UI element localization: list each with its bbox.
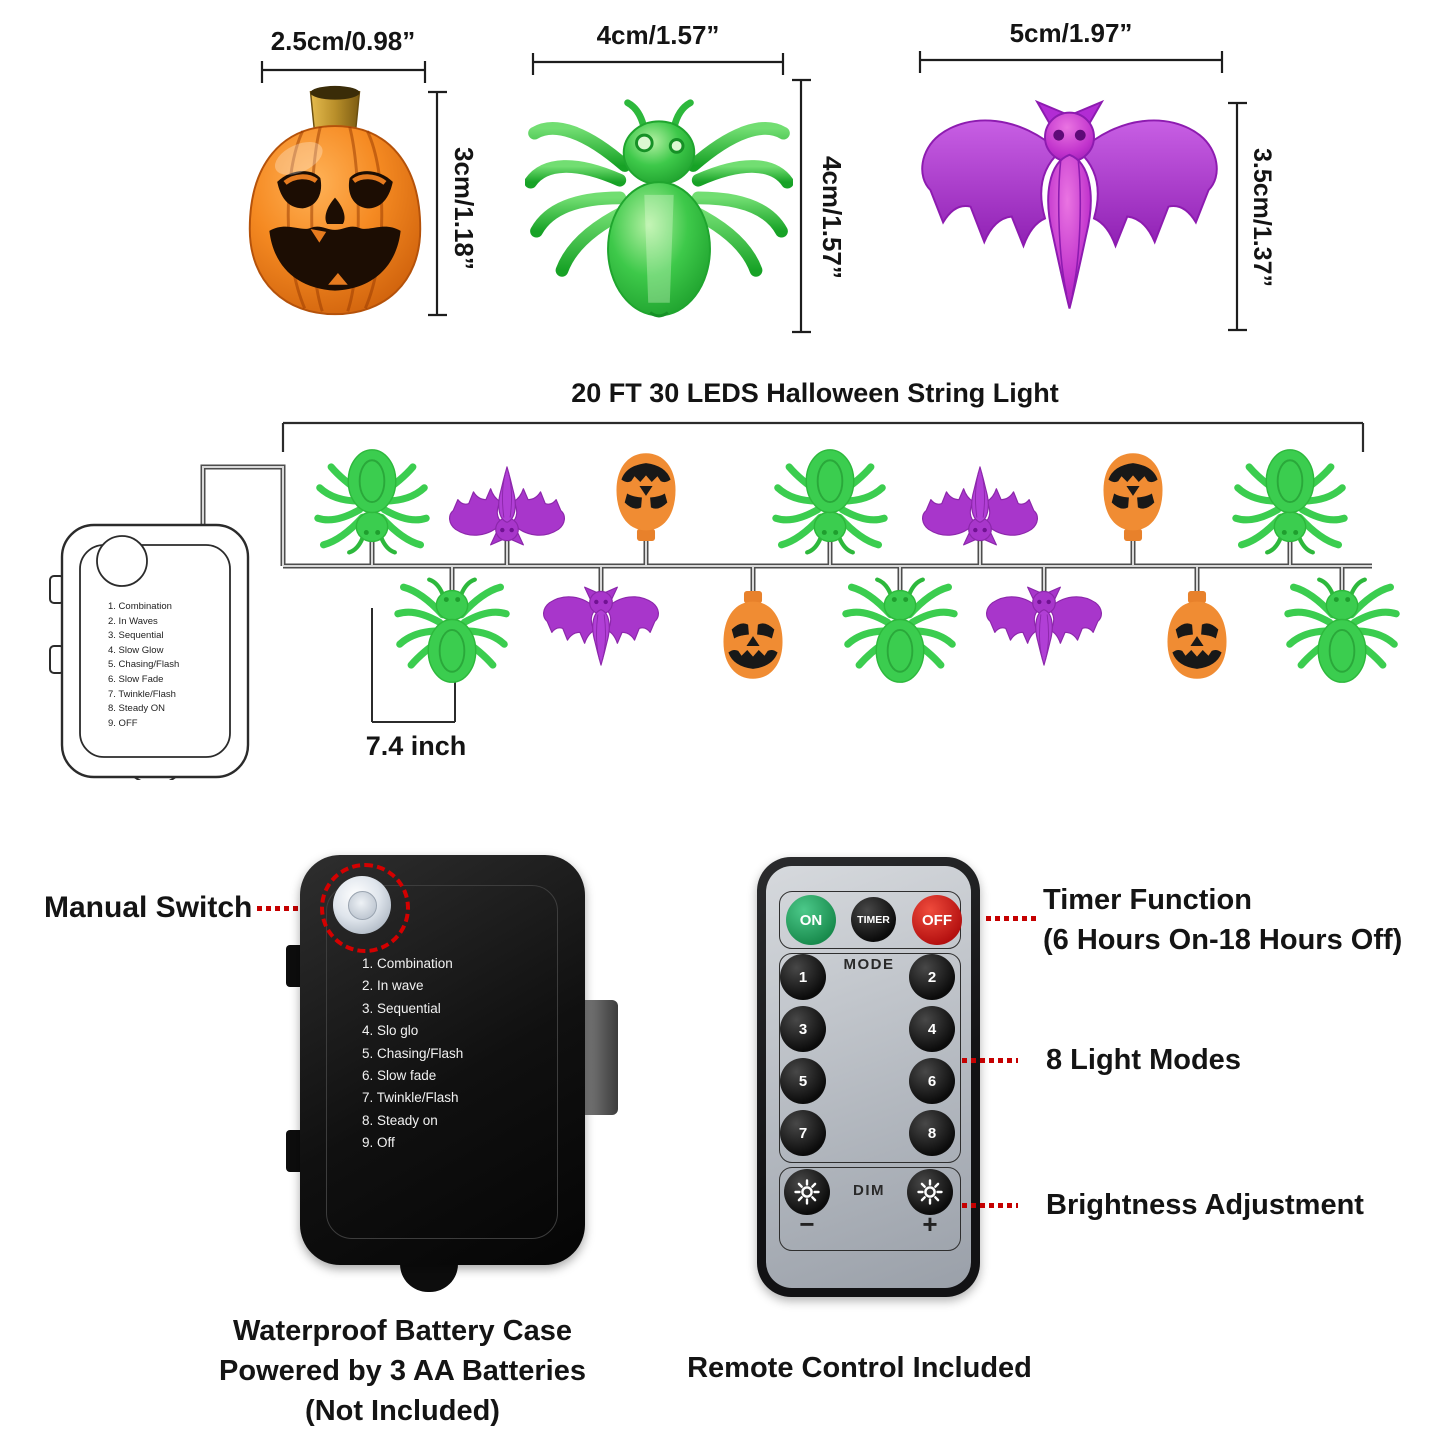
mode-7-button: 7: [780, 1110, 826, 1156]
dim-plus-sign: +: [922, 1209, 938, 1239]
case-mode-item: 8. Steady on: [362, 1112, 438, 1128]
timer-annotation-line2: (6 Hours On-18 Hours Off): [1043, 924, 1403, 956]
case-mode-item: 9. Off: [362, 1135, 395, 1151]
string-light-diagram: [49, 421, 1445, 780]
case-mode-item: 1. Combination: [362, 956, 453, 971]
spider-photo: [525, 99, 793, 318]
mode-1-button: 1: [780, 954, 826, 1000]
timer-button: TIMER: [851, 897, 896, 942]
controller-mode-item: 6. Slow Fade: [108, 673, 164, 685]
battery-case-caption-3: (Not Included): [305, 1395, 500, 1427]
dimension-lines: [260, 51, 1247, 334]
controller-mode-item: 2. In Waves: [108, 615, 158, 627]
spacing-label: 7.4 inch: [365, 731, 467, 761]
bat-height-label: 3.5cm/1.37”: [1248, 147, 1276, 287]
mode-5-button: 5: [780, 1058, 826, 1104]
case-mode-item: 7. Twinkle/Flash: [362, 1090, 459, 1106]
light-modes-annotation: 8 Light Modes: [1046, 1044, 1241, 1076]
battery-case: 1. Combination 2. In wave 3. Sequential …: [300, 855, 585, 1265]
modes-connector: [962, 1058, 1018, 1063]
pumpkin-height-label: 3cm/1.18”: [449, 146, 479, 270]
length-bracket: [281, 421, 1365, 452]
string-light-title: 20 FT 30 LEDS Halloween String Light: [571, 378, 1059, 408]
off-button: OFF: [912, 895, 962, 945]
mode-3-button: 3: [780, 1006, 826, 1052]
spider-width-label: 4cm/1.57”: [596, 20, 720, 50]
bat-photo: [921, 99, 1218, 309]
mode-4-button: 4: [909, 1006, 955, 1052]
controller-mode-item: 4. Slow Glow: [108, 644, 164, 656]
pumpkin-photo: [248, 85, 422, 316]
controller-mode-item: 3. Sequential: [108, 630, 164, 642]
controller-mode-item: 7. Twinkle/Flash: [108, 688, 176, 700]
mode-8-button: 8: [909, 1110, 955, 1156]
case-mode-list: 1. Combination 2. In wave 3. Sequential …: [362, 953, 463, 1155]
case-mode-item: 5. Chasing/Flash: [362, 1045, 464, 1061]
battery-case-caption-2: Powered by 3 AA Batteries: [219, 1355, 586, 1387]
on-button: ON: [786, 895, 836, 945]
controller-mode-item: 9. OFF: [108, 717, 138, 729]
spider-height-label: 4cm/1.57”: [817, 155, 847, 279]
pumpkin-width-label: 2.5cm/0.98”: [270, 26, 416, 56]
remote-caption: Remote Control Included: [687, 1352, 1032, 1384]
manual-switch-label: Manual Switch: [44, 891, 253, 924]
timer-annotation-line1: Timer Function: [1043, 884, 1252, 916]
controller-mode-list: 1. Combination 2. In Waves 3. Sequential…: [108, 600, 179, 731]
mode-2-button: 2: [909, 954, 955, 1000]
dim-label: DIM: [853, 1182, 885, 1199]
controller-outline: [49, 523, 250, 780]
case-mode-item: 6. Slow fade: [362, 1068, 437, 1084]
remote-dim-group: [779, 1167, 961, 1251]
brightness-minus-icon: [794, 1179, 820, 1205]
brightness-annotation: Brightness Adjustment: [1046, 1189, 1364, 1221]
timer-connector: [986, 916, 1038, 921]
controller-mode-item: 8. Steady ON: [108, 703, 166, 715]
brightness-plus-icon: [917, 1179, 943, 1205]
dim-plus-button: [907, 1169, 953, 1215]
battery-case-caption-1: Waterproof Battery Case: [233, 1315, 572, 1347]
mode-label: MODE: [843, 956, 895, 973]
bat-width-label: 5cm/1.97”: [1009, 18, 1133, 48]
brightness-connector: [962, 1203, 1018, 1208]
battery-case-panel: [326, 885, 558, 1239]
dim-minus-sign: −: [799, 1209, 815, 1239]
case-mode-item: 2. In wave: [362, 978, 424, 994]
remote-mode-group: [779, 953, 961, 1163]
mode-6-button: 6: [909, 1058, 955, 1104]
controller-mode-item: 1. Combination: [108, 601, 172, 612]
remote-control: ON TIMER OFF MODE 1 2 3 4 5 6 7 8 DIM − …: [757, 857, 980, 1297]
dim-minus-button: [784, 1169, 830, 1215]
switch-highlight-ring: [320, 863, 410, 953]
string-wire: [200, 464, 1372, 591]
manual-switch-connector: [257, 906, 312, 911]
controller-mode-item: 5. Chasing/Flash: [108, 659, 180, 671]
case-mode-item: 3. Sequential: [362, 1000, 441, 1016]
case-mode-item: 4. Slo glo: [362, 1023, 419, 1039]
